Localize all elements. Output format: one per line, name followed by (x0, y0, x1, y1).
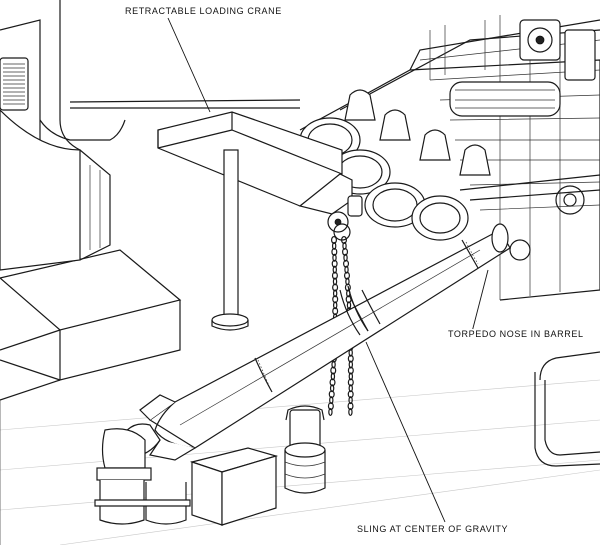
firing-mechanism-housing (449, 81, 561, 117)
sling-callout-label: SLING AT CENTER OF GRAVITY (355, 524, 511, 535)
chain-link (342, 241, 347, 250)
chain-link (347, 354, 354, 363)
chain-link (343, 271, 350, 280)
chain-link (343, 259, 350, 268)
chain-link (332, 283, 339, 292)
chain-link (332, 307, 339, 316)
chain-link (348, 408, 353, 417)
deck-fitting (284, 405, 326, 494)
chain-link (347, 402, 354, 411)
chain-link (347, 378, 354, 387)
tail-stand (94, 428, 191, 525)
chain-link (331, 360, 336, 369)
chain-link (332, 265, 337, 274)
chain-link (331, 236, 338, 245)
callout-leaders (167, 17, 489, 523)
chain-link (332, 295, 339, 304)
chain-link (341, 236, 348, 245)
chain-link (327, 402, 334, 411)
bulkhead-housing (0, 0, 126, 271)
chain-link (329, 384, 335, 393)
chain-link (348, 396, 353, 405)
chain-link (331, 247, 338, 256)
chain-link (345, 277, 350, 286)
chain-link (348, 360, 354, 369)
crane-support-post (223, 149, 239, 323)
chain-link (344, 265, 349, 274)
chain-link (328, 390, 335, 399)
chain-link (348, 384, 353, 393)
chain-link (332, 289, 338, 298)
crane-callout-label: RETRACTABLE LOADING CRANE (123, 6, 284, 17)
chain-link (328, 408, 333, 417)
deck-hatch (534, 351, 600, 467)
chain-link (333, 301, 338, 310)
loading-crane (157, 111, 363, 331)
chain-link (344, 283, 351, 292)
chain-link (329, 396, 334, 405)
chain-link (347, 366, 354, 375)
chain-link (346, 301, 352, 310)
chain-link (348, 372, 354, 381)
chain-link (331, 271, 338, 280)
chain-link (332, 277, 338, 286)
chain-link (347, 390, 354, 399)
chain-link (329, 378, 336, 387)
chain-link (331, 259, 338, 268)
chain-link (331, 241, 337, 250)
chain-link (330, 366, 337, 375)
chain-link (332, 253, 337, 262)
chain-link (342, 247, 349, 256)
chain-link (330, 372, 336, 381)
torpedo-nose-callout-label: TORPEDO NOSE IN BARREL (446, 329, 586, 340)
sling (339, 285, 369, 336)
chain-link (343, 253, 348, 262)
deck-box (189, 447, 279, 526)
